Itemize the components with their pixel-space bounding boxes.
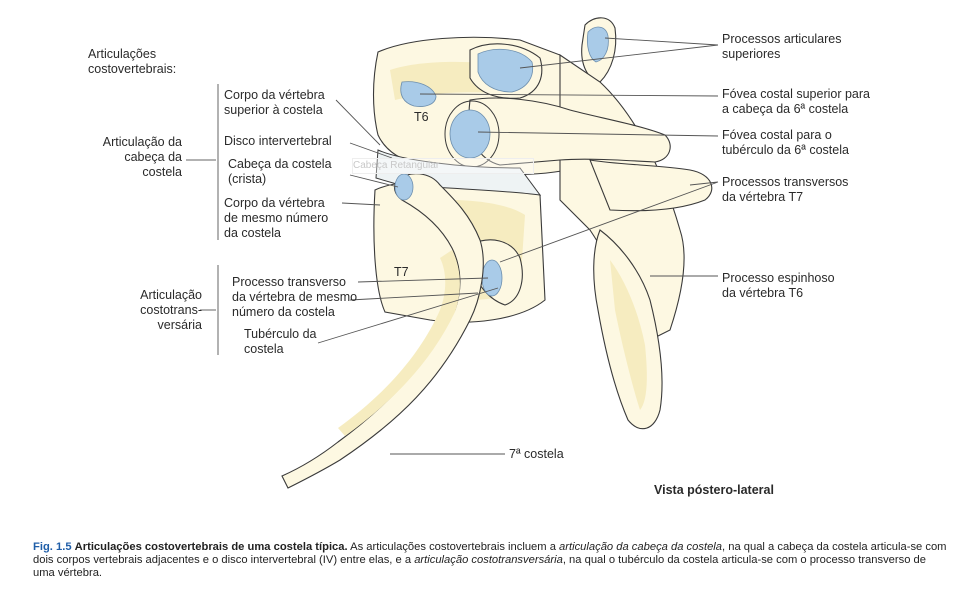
caption-title: Articulações costovertebrais de uma cost… (74, 541, 348, 553)
caption-figure-number: Fig. 1.5 (33, 541, 72, 553)
label-view: Vista póstero-lateral (654, 483, 774, 497)
caption-text-2: , na qual a cabeça da costela articula-s… (33, 541, 947, 566)
rib-head-facet (394, 173, 414, 201)
bracket-costotransverse (200, 265, 219, 355)
superior-articular-facet-right (587, 26, 609, 63)
caption-text-1: As articulações costovertebrais incluem … (347, 541, 560, 553)
label-intervertebral-disc: Disco intervertebral (224, 134, 332, 148)
label-t7: T7 (394, 265, 409, 279)
caption-text-3: , na qual o tubérculo da costela articul… (33, 554, 926, 579)
label-rib-7: 7ª costela (509, 447, 564, 461)
transverse-process-t7-right (589, 159, 713, 212)
spinous-shade (610, 260, 647, 410)
leader-lines (317, 37, 719, 455)
label-rib-head: Cabeça da costela(crista) (228, 157, 332, 186)
figure-caption: Fig. 1.5 Articulações costovertebrais de… (33, 541, 948, 580)
label-t6: T6 (414, 110, 429, 124)
caption-italic-2: articulação costotransversária (414, 554, 563, 566)
bracket-head-joint (186, 84, 219, 240)
rib-7 (281, 173, 484, 489)
superior-articular-facet-left (477, 48, 534, 93)
transverse-process-t6 (468, 97, 671, 166)
superior-costal-facet (400, 81, 437, 107)
transverse-costal-facet (449, 109, 491, 159)
watermark-text: Cabeça Retangular (352, 158, 534, 174)
rib-7-shade (338, 250, 460, 436)
caption-italic-1: articulação da cabeça da costela (559, 541, 722, 553)
